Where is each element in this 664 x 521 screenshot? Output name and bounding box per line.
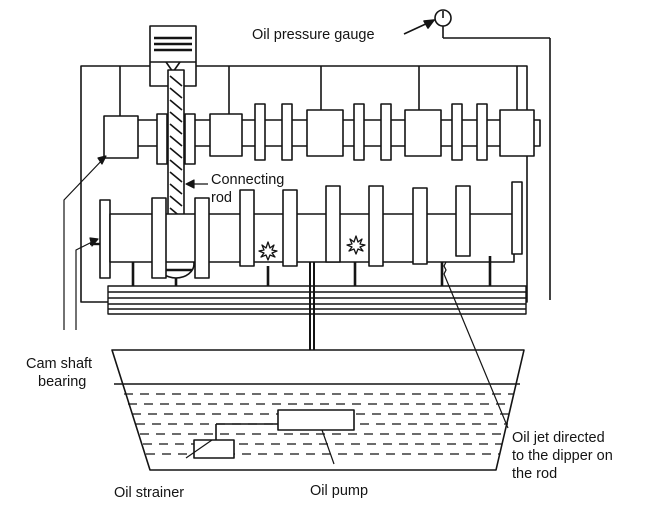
oil-jet-label-line2: to the dipper on — [512, 448, 613, 464]
oil-strainer — [193, 423, 278, 459]
leader-lines — [63, 155, 509, 465]
oil-level-dashes — [124, 393, 514, 455]
connecting-rod-label-line1: Connecting — [211, 172, 285, 188]
oil-pump — [277, 409, 355, 431]
oil-jet-label-line3: the rod — [512, 466, 558, 482]
gauge-arrow — [403, 19, 435, 35]
camshaft-bearing-label-line1: Cam shaft — [26, 356, 93, 372]
oil-strainer-label: Oil strainer — [114, 485, 185, 501]
oil-jets — [131, 256, 492, 288]
oil-splash-icons — [258, 235, 447, 275]
pressure-gauge-icon — [434, 9, 551, 300]
pressure-gauge-label: Oil pressure gauge — [252, 27, 375, 43]
oil-pump-label: Oil pump — [310, 483, 369, 499]
oil-gallery-frame — [80, 65, 528, 303]
camshaft-bearing-label-line2: bearing — [38, 374, 87, 390]
main-oil-gallery — [107, 285, 527, 315]
oil-jet-label-line1: Oil jet directed — [512, 430, 605, 446]
crankshaft — [90, 181, 523, 279]
connecting-rod-label-line2: rod — [211, 190, 232, 206]
